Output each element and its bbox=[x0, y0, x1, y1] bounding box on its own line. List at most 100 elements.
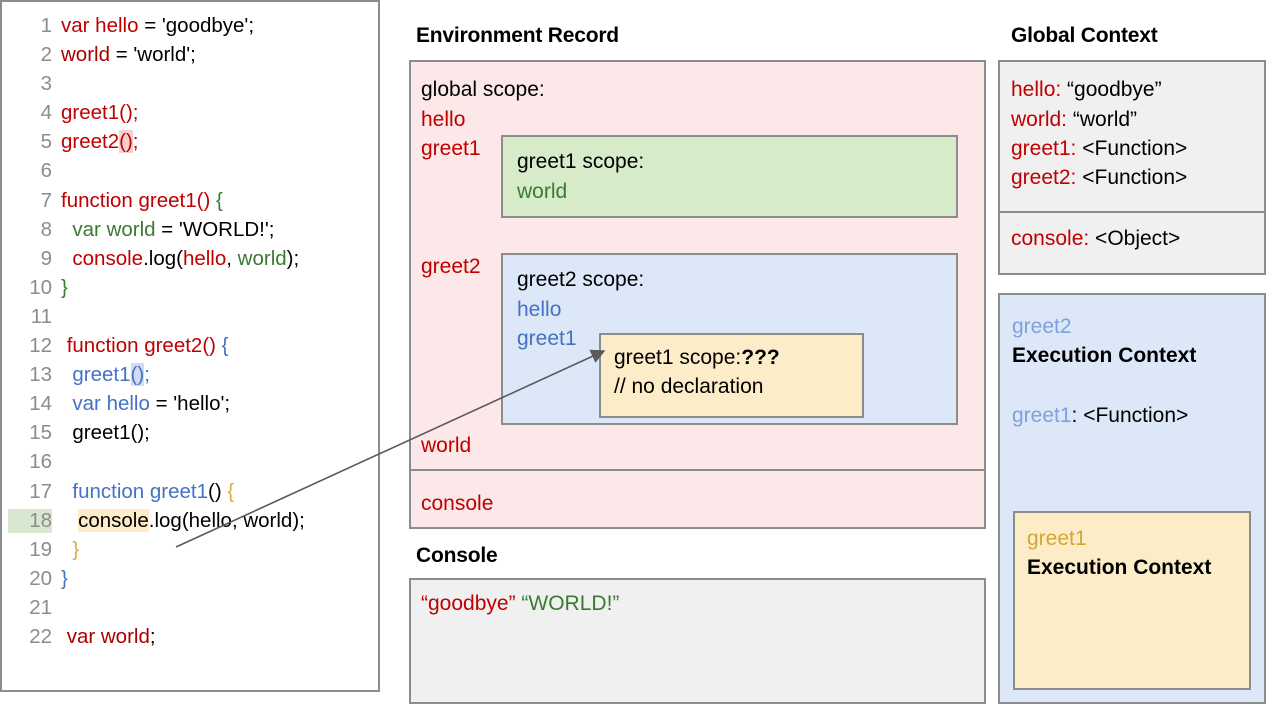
global-context-key: greet1: bbox=[1011, 137, 1077, 160]
greet2-scope-title: greet2 scope: bbox=[517, 268, 645, 291]
greet2-scope-var-hello: hello bbox=[517, 298, 562, 321]
er-binding-greet2: greet2 bbox=[421, 255, 481, 278]
code-token: var hello bbox=[61, 392, 150, 416]
code-token bbox=[61, 509, 78, 532]
code-token: var world bbox=[61, 217, 156, 241]
global-context-value: “world” bbox=[1067, 108, 1138, 131]
code-line-text: var hello = 'hello'; bbox=[52, 392, 230, 416]
greet2-ec-entry-key: greet1 bbox=[1012, 404, 1072, 427]
line-number: 19 bbox=[29, 537, 52, 561]
code-token: world bbox=[61, 43, 110, 67]
line-number: 11 bbox=[30, 304, 52, 328]
code-line-text: function greet1() { bbox=[52, 189, 223, 213]
global-context-divider bbox=[998, 211, 1266, 213]
greet1-inner-scope-box bbox=[599, 333, 864, 418]
code-token: = 'WORLD!'; bbox=[155, 217, 275, 241]
line-number: 21 bbox=[29, 595, 52, 619]
code-token: console bbox=[61, 246, 144, 270]
code-line-text: function greet1() { bbox=[52, 480, 234, 504]
code-token: = 'goodbye'; bbox=[138, 14, 255, 37]
code-line-text: console.log(hello, world); bbox=[52, 247, 299, 271]
code-line-text: greet1(); bbox=[52, 421, 149, 445]
code-line-text: var world; bbox=[52, 625, 156, 649]
code-line: 11 bbox=[8, 305, 368, 334]
greet2-scope-var-greet1: greet1 bbox=[517, 327, 577, 350]
greet2-execution-context-label: Execution Context bbox=[1012, 344, 1197, 367]
code-line-text: greet2(); bbox=[52, 130, 139, 154]
code-token: world bbox=[237, 246, 287, 270]
code-line-text: } bbox=[52, 538, 79, 562]
global-scope-label: global scope: bbox=[421, 78, 545, 101]
greet1-inner-scope-prefix: greet1 scope: bbox=[614, 346, 742, 369]
global-context-row: world: “world” bbox=[1011, 108, 1137, 132]
code-line-text: var world = 'WORLD!'; bbox=[52, 218, 274, 242]
code-line: 18 console.log(hello, world); bbox=[8, 508, 368, 538]
line-number: 5 bbox=[40, 130, 52, 154]
global-context-title: Global Context bbox=[1011, 24, 1158, 47]
console-output: “goodbye” “WORLD!” bbox=[421, 592, 619, 616]
greet2-ec-entry-sep: : bbox=[1071, 404, 1084, 427]
global-context-key: console: bbox=[1011, 227, 1090, 250]
code-token: { bbox=[215, 188, 223, 212]
greet2-ec-entry: greet1: <Function> bbox=[1012, 404, 1188, 428]
code-token: () bbox=[208, 479, 228, 503]
global-context-value: <Function> bbox=[1076, 166, 1188, 189]
code-line: 15 greet1(); bbox=[8, 421, 368, 450]
line-number: 3 bbox=[40, 72, 52, 96]
line-number: 6 bbox=[40, 159, 52, 183]
er-binding-console: console bbox=[421, 492, 494, 515]
line-number: 15 bbox=[29, 421, 52, 445]
code-token: function greet1() bbox=[61, 188, 216, 212]
console-box bbox=[409, 578, 986, 704]
code-token: ; bbox=[144, 363, 150, 387]
greet1-inner-scope-comment: // no declaration bbox=[614, 375, 764, 398]
code-line-text: } bbox=[52, 567, 68, 591]
code-line: 6 bbox=[8, 159, 368, 188]
line-number: 17 bbox=[29, 479, 52, 503]
code-line: 14 var hello = 'hello'; bbox=[8, 392, 368, 421]
line-number: 14 bbox=[29, 392, 52, 416]
line-number: 10 bbox=[29, 275, 52, 299]
line-number: 2 bbox=[40, 43, 52, 67]
global-context-key: hello: bbox=[1011, 78, 1062, 101]
code-line-text: } bbox=[52, 276, 68, 300]
code-line: 22 var world; bbox=[8, 625, 368, 654]
code-line: 13 greet1(); bbox=[8, 363, 368, 392]
line-number: 7 bbox=[40, 188, 52, 212]
er-binding-world: world bbox=[421, 434, 472, 457]
greet1-inner-scope-unknown: ??? bbox=[741, 346, 780, 369]
code-token: hello bbox=[182, 246, 227, 270]
code-line: 12 function greet2() { bbox=[8, 334, 368, 363]
code-line: 19 } bbox=[8, 538, 368, 567]
er-binding-greet1: greet1 bbox=[421, 137, 481, 160]
global-context-console-row: console: <Object> bbox=[1011, 227, 1180, 251]
code-line: 17 function greet1() { bbox=[8, 480, 368, 509]
code-token: } bbox=[61, 537, 80, 561]
greet1-execution-context-label: Execution Context bbox=[1027, 556, 1212, 579]
code-token: var hello bbox=[61, 14, 139, 37]
line-number: 18 bbox=[8, 508, 52, 533]
code-token: { bbox=[227, 479, 235, 503]
environment-record-title: Environment Record bbox=[416, 24, 619, 47]
greet1-execution-context-box bbox=[1013, 511, 1251, 690]
line-number: 9 bbox=[40, 246, 52, 270]
code-line: 8 var world = 'WORLD!'; bbox=[8, 218, 368, 247]
code-token: console bbox=[78, 508, 149, 532]
code-line-text: world = 'world'; bbox=[52, 43, 196, 67]
console-output-item: “WORLD!” bbox=[521, 592, 620, 615]
global-context-row: greet1: <Function> bbox=[1011, 137, 1187, 161]
line-number: 16 bbox=[29, 450, 52, 474]
code-line-text: console.log(hello, world); bbox=[52, 508, 305, 533]
er-binding-hello: hello bbox=[421, 108, 466, 131]
line-number: 8 bbox=[40, 217, 52, 241]
code-token: ); bbox=[286, 246, 300, 270]
environment-record-divider bbox=[409, 469, 986, 471]
code-token: } bbox=[61, 566, 68, 590]
code-token: , bbox=[226, 246, 238, 270]
line-number: 4 bbox=[40, 101, 52, 125]
greet1-inner-scope-title: greet1 scope:??? bbox=[614, 346, 780, 370]
